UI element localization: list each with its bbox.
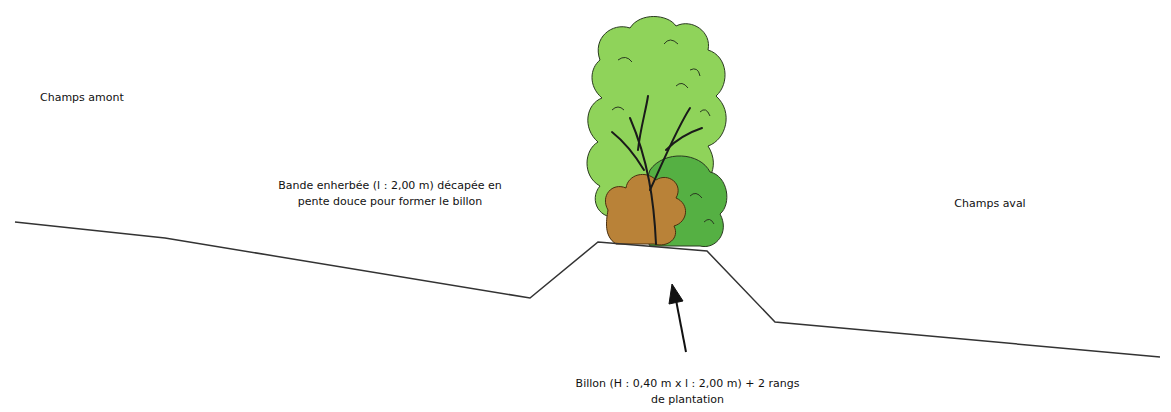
shrub-branches [612, 96, 702, 244]
leaf-strokes [612, 40, 714, 224]
ground-profile [15, 222, 1160, 357]
text-label: Bande enherbée (l : 2,00 m) décapée en p… [270, 178, 510, 210]
text-label: Billon (H : 0,40 m x l : 2,00 m) + 2 ran… [575, 376, 800, 408]
text-label: Champs amont [40, 90, 150, 106]
shrub-brown [605, 174, 685, 244]
leader-arrow [669, 284, 686, 352]
text-label: Champs aval [930, 196, 1050, 212]
